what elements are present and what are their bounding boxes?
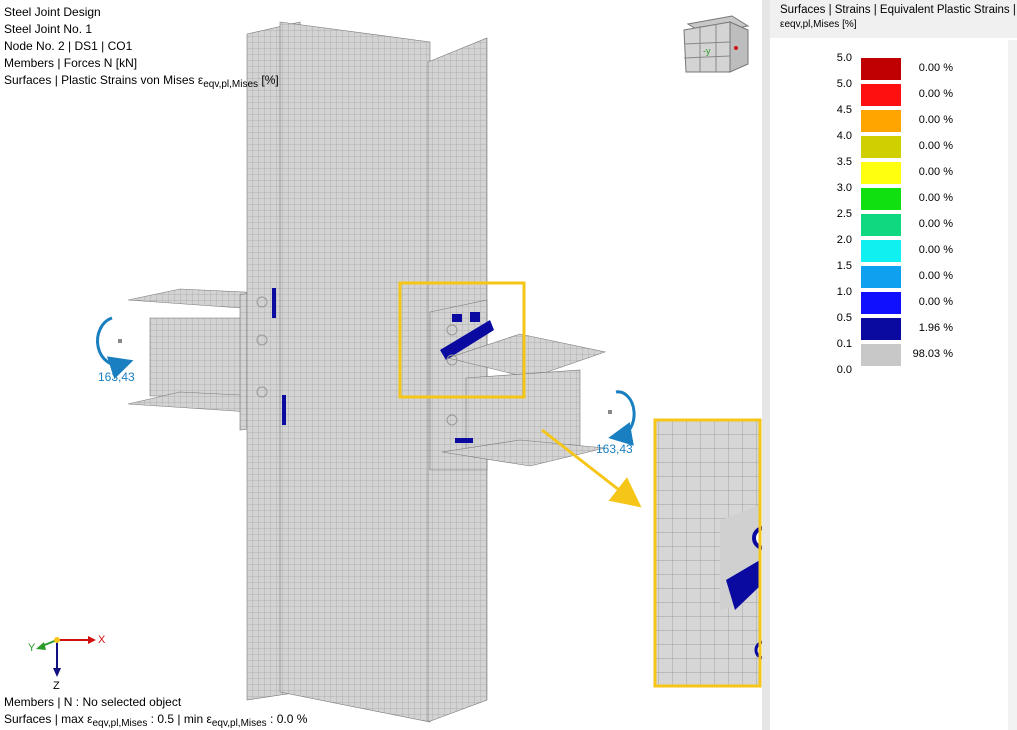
- axis-y-label: Y: [28, 642, 36, 654]
- status-surfaces-prefix: Surfaces | max ε: [4, 712, 93, 726]
- legend-swatch: [861, 214, 901, 236]
- column[interactable]: [246, 21, 488, 723]
- status-surfaces-mid: : 0.5 | min ε: [147, 712, 212, 726]
- legend-tick: 3.5: [836, 156, 852, 168]
- legend-percent: 0.00 %: [918, 296, 953, 308]
- legend-tick: 5.0: [836, 52, 852, 64]
- legend-percent: 0.00 %: [918, 140, 953, 152]
- info-surfaces: Surfaces | Plastic Strains von Mises εeq…: [4, 72, 279, 90]
- bolt-holes: [256, 296, 458, 426]
- view-cube-axis-label: -y: [703, 46, 711, 56]
- legend-tick: 0.5: [836, 312, 852, 324]
- axis-z-label: Z: [53, 680, 60, 692]
- legend-tick: 3.0: [836, 182, 852, 194]
- status-surfaces-sub2: eqv,pl,Mises: [211, 718, 267, 729]
- legend-scrollbar[interactable]: [1008, 40, 1017, 730]
- moment-label-left: 163,43: [98, 370, 135, 384]
- legend-tick: 0.1: [836, 338, 852, 350]
- axis-triad: [36, 636, 96, 677]
- legend-percent: 0.00 %: [918, 244, 953, 256]
- legend-percent: 1.96 %: [918, 322, 953, 334]
- zoom-highlight-box: [398, 281, 526, 399]
- legend-percent: 0.00 %: [918, 192, 953, 204]
- legend-swatch: [861, 84, 901, 106]
- info-members: Members | Forces N [kN]: [4, 56, 138, 70]
- plastic-strain-zones: [272, 288, 494, 443]
- zoom-callout-arrow: [541, 428, 642, 508]
- legend-swatch: [861, 110, 901, 132]
- legend-header: Surfaces | Strains | Equivalent Plastic …: [770, 0, 1017, 38]
- view-cube-icon[interactable]: -y: [683, 15, 750, 73]
- status-members: Members | N : No selected object: [4, 695, 182, 709]
- legend-tick: 4.5: [836, 104, 852, 116]
- legend-swatch: [861, 240, 901, 262]
- legend-panel: Surfaces | Strains | Equivalent Plastic …: [770, 0, 1017, 730]
- info-title: Steel Joint Design: [4, 5, 101, 19]
- legend-percent: 0.00 %: [918, 218, 953, 230]
- info-node: Node No. 2 | DS1 | CO1: [4, 39, 133, 53]
- info-surfaces-suffix: [%]: [258, 73, 279, 87]
- legend-title: Surfaces | Strains | Equivalent Plastic …: [780, 4, 1016, 16]
- zoom-inset: [653, 418, 762, 688]
- 3d-viewport[interactable]: -y Steel Joint Design Steel Joint No. 1 …: [0, 0, 762, 730]
- legend-percent: 0.00 %: [918, 270, 953, 282]
- legend-tick: 2.5: [836, 208, 852, 220]
- info-joint: Steel Joint No. 1: [4, 22, 93, 36]
- info-surfaces-prefix: Surfaces | Plastic Strains von Mises ε: [4, 73, 204, 87]
- legend-percent: 0.00 %: [918, 62, 953, 74]
- legend-swatch: [861, 266, 901, 288]
- legend-swatch: [861, 318, 901, 340]
- legend-swatch: [861, 188, 901, 210]
- moment-arrow-right: [608, 390, 636, 446]
- legend-tick: 1.5: [836, 260, 852, 272]
- legend-percent: 0.00 %: [918, 88, 953, 100]
- joint-model-view[interactable]: -y: [0, 0, 762, 730]
- legend-swatch: [861, 292, 901, 314]
- status-surfaces-suffix: : 0.0 %: [266, 712, 308, 726]
- legend-swatch: [861, 162, 901, 184]
- panel-splitter[interactable]: [762, 0, 770, 730]
- right-beam[interactable]: [429, 299, 607, 471]
- moment-label-right: 163,43: [596, 442, 633, 456]
- legend-percent: 0.00 %: [918, 166, 953, 178]
- status-surfaces-sub1: eqv,pl,Mises: [92, 718, 148, 729]
- info-surfaces-sub: eqv,pl,Mises: [203, 79, 259, 90]
- axis-x-label: X: [98, 634, 106, 646]
- legend-swatch: [861, 58, 901, 80]
- moment-arrow-left: [96, 316, 134, 380]
- legend-tick: 4.0: [836, 130, 852, 142]
- legend-swatch: [861, 344, 901, 366]
- legend-tick: 1.0: [836, 286, 852, 298]
- legend-subtitle: εeqv,pl,Mises [%]: [780, 19, 857, 30]
- legend-tick: 5.0: [836, 78, 852, 90]
- legend-swatch: [861, 136, 901, 158]
- status-surfaces: Surfaces | max εeqv,pl,Mises : 0.5 | min…: [4, 711, 307, 729]
- legend-percent: 98.03 %: [912, 348, 953, 360]
- legend-tick: 2.0: [836, 234, 852, 246]
- legend-percent: 0.00 %: [918, 114, 953, 126]
- legend-tick: 0.0: [836, 364, 852, 376]
